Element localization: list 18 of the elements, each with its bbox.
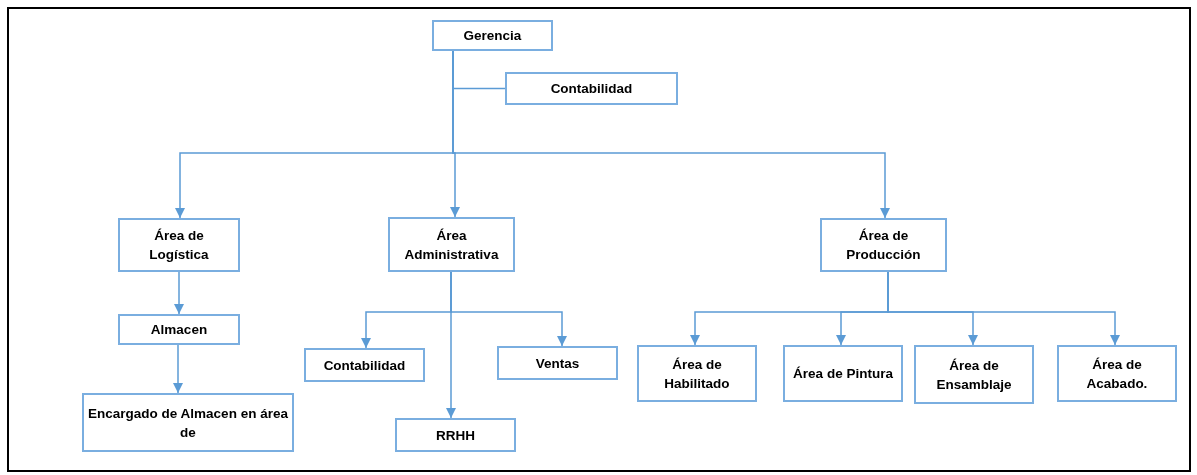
org-box: Área de Pintura	[783, 345, 903, 402]
org-box: Área Administrativa	[388, 217, 515, 272]
arrow	[887, 271, 1121, 346]
org-box: Área de Producción	[820, 218, 947, 272]
org-box: Encargado de Almacen en área de	[82, 393, 294, 452]
org-box: Área de Acabado.	[1057, 345, 1177, 402]
org-box: Gerencia	[432, 20, 553, 51]
arrow	[173, 271, 185, 315]
arrow	[450, 271, 568, 347]
org-box: RRHH	[395, 418, 516, 452]
org-box: Área de Habilitado	[637, 345, 757, 402]
org-box: Contabilidad	[304, 348, 425, 382]
org-box: Área de Ensamblaje	[914, 345, 1034, 404]
org-box: Área de Logística	[118, 218, 240, 272]
org-box: Ventas	[497, 346, 618, 380]
org-box: Contabilidad	[505, 72, 678, 105]
arrow	[172, 344, 184, 394]
org-box: Almacen	[118, 314, 240, 345]
